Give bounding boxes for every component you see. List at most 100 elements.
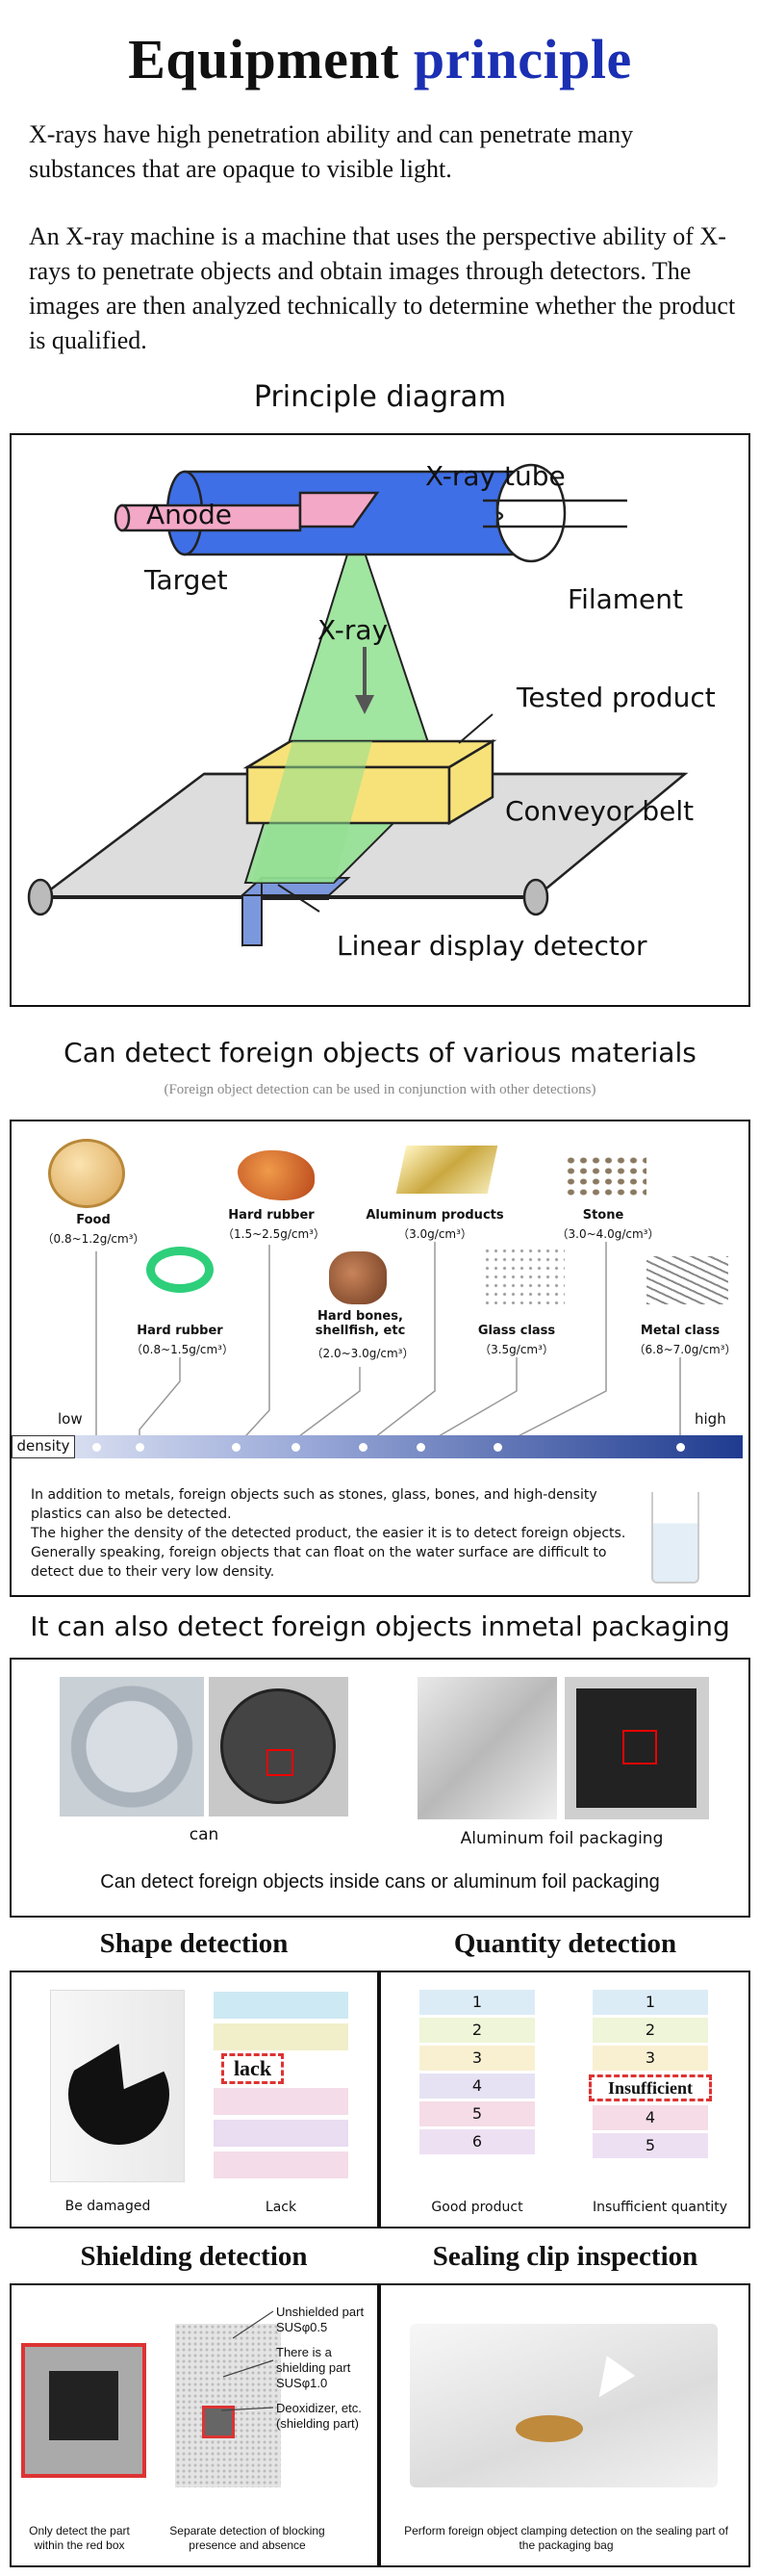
item-aluminum-name: Aluminum products — [366, 1208, 504, 1223]
density-dot — [232, 1443, 241, 1452]
item-metal-name: Metal class — [640, 1324, 721, 1338]
water-glass-image — [651, 1492, 699, 1584]
can-xray — [209, 1677, 348, 1816]
label-anode: Anode — [146, 499, 232, 530]
metal-packaging-panel: can Aluminum foil packaging Can detect f… — [10, 1658, 750, 1918]
caption-lack: Lack — [265, 2200, 297, 2215]
item-stone-name: Stone — [582, 1208, 624, 1223]
density-dot — [676, 1443, 685, 1452]
stone-image — [565, 1155, 646, 1198]
bad-number: 4 — [593, 2105, 708, 2130]
shielding-right-image — [175, 2324, 281, 2487]
title-part2: principle — [413, 28, 632, 90]
sealing-panel: Perform foreign object clamping detectio… — [379, 2283, 750, 2567]
item-bones-density: （2.0~3.0g/cm³） — [311, 1347, 415, 1360]
can-photo — [60, 1677, 204, 1816]
shape-panel: lack Be damaged Lack — [10, 1971, 379, 2228]
shape-title: Shape detection — [99, 1928, 289, 1959]
item-aluminum-density: （3.0g/cm³） — [397, 1227, 472, 1241]
density-connectors — [95, 1242, 681, 1448]
bad-number: 2 — [593, 2018, 708, 2043]
item-food-density: （0.8~1.2g/cm³） — [41, 1232, 145, 1246]
item-rubber2-name: Hard rubber — [228, 1208, 315, 1223]
shielding-title: Shielding detection — [80, 2241, 308, 2272]
caption-sealing: Perform foreign object clamping detectio… — [404, 2524, 728, 2552]
sealing-title: Sealing clip inspection — [432, 2241, 698, 2272]
materials-title: Can detect foreign objects of various ma… — [63, 1037, 697, 1069]
item-rubber1-name: Hard rubber — [137, 1324, 223, 1338]
principle-diagram-svg: Anode Target X-ray tube Filament X-ray T… — [27, 460, 716, 962]
amber-image — [238, 1150, 315, 1200]
label-tested-product: Tested product — [516, 682, 716, 713]
label-deoxidizer: Deoxidizer, etc. (shielding part) — [276, 2401, 362, 2431]
item-glass-name: Glass class — [477, 1324, 556, 1338]
item-glass-density: （3.5g/cm³） — [479, 1343, 554, 1356]
density-dot — [417, 1443, 425, 1452]
label-target: Target — [143, 564, 228, 596]
caption-foil: Aluminum foil packaging — [460, 1829, 664, 1848]
lack-product-image: lack — [214, 1992, 348, 2184]
materials-panel: Food （0.8~1.2g/cm³） Hard rubber （0.8~1.5… — [10, 1120, 750, 1597]
item-food-name: Food — [76, 1213, 111, 1227]
caption-good: Good product — [431, 2200, 523, 2215]
density-high: high — [695, 1410, 726, 1428]
density-dot — [359, 1443, 367, 1452]
caption-damaged: Be damaged — [64, 2199, 151, 2214]
sealing-bag-image — [410, 2324, 718, 2487]
density-dot — [92, 1443, 101, 1452]
caption-insufficient: Insufficient quantity — [592, 2200, 728, 2215]
damaged-product-image — [50, 1990, 185, 2182]
foreign-object-marker — [622, 1730, 657, 1765]
good-number: 2 — [419, 2018, 535, 2043]
intro-paragraph-1: X-rays have high penetration ability and… — [29, 120, 634, 183]
density-dot — [494, 1443, 502, 1452]
density-low: low — [58, 1410, 83, 1428]
materials-note: In addition to metals, foreign objects s… — [31, 1487, 626, 1580]
metal-packaging-summary: Can detect foreign objects inside cans o… — [100, 1871, 660, 1893]
bad-number: 1 — [593, 1990, 708, 2015]
insufficient-badge: Insufficient — [589, 2074, 712, 2101]
item-stone-density: （3.0~4.0g/cm³） — [556, 1227, 660, 1241]
density-bar — [12, 1435, 743, 1458]
good-number: 1 — [419, 1990, 535, 2015]
rubber-band-image — [146, 1247, 214, 1293]
bad-number: 3 — [593, 2046, 708, 2071]
density-dot — [291, 1443, 300, 1452]
quantity-panel: 1 2 3 4 5 6 1 2 3 Insufficient 4 5 Good … — [379, 1971, 750, 2228]
item-rubber2-density: （1.5~2.5g/cm³） — [222, 1227, 325, 1241]
foil-xray — [565, 1677, 709, 1819]
foreign-object-marker — [266, 1749, 293, 1776]
label-xray: X-ray — [317, 614, 388, 646]
label-detector: Linear display detector — [337, 930, 647, 962]
shielding-left-image — [21, 2343, 146, 2478]
lack-badge: lack — [221, 2053, 284, 2084]
caption-shielding-left: Only detect the part within the red box — [29, 2524, 130, 2552]
metal-packaging-title: It can also detect foreign objects inmet… — [30, 1610, 730, 1642]
item-bones-name: Hard bones, shellfish, etc — [315, 1309, 406, 1338]
principle-diagram: Anode Target X-ray tube Filament X-ray T… — [10, 433, 750, 1007]
item-metal-density: （6.8~7.0g/cm³） — [633, 1343, 737, 1356]
shielding-panel: Unshielded part SUSφ0.5 There is a shiel… — [10, 2283, 379, 2567]
good-number: 4 — [419, 2074, 535, 2099]
quantity-title: Quantity detection — [453, 1928, 677, 1959]
intro-paragraph-2: An X-ray machine is a machine that uses … — [29, 222, 736, 354]
density-dot — [136, 1443, 144, 1452]
glass-image — [483, 1247, 565, 1304]
item-rubber1-density: （0.8~1.5g/cm³） — [131, 1343, 234, 1356]
label-shielded: There is a shielding part SUSφ1.0 — [276, 2345, 351, 2390]
good-number: 6 — [419, 2129, 535, 2154]
caption-can: can — [189, 1825, 219, 1844]
good-number: 3 — [419, 2046, 535, 2071]
good-number: 5 — [419, 2101, 535, 2126]
shellfish-image — [329, 1251, 387, 1304]
caption-shielding-right: Separate detection of blocking presence … — [169, 2524, 325, 2552]
label-xray-tube: X-ray tube — [425, 460, 566, 492]
foil-photo — [418, 1677, 557, 1819]
bad-number: 5 — [593, 2133, 708, 2158]
shielding-leaders — [220, 2310, 274, 2411]
page-title: Equipment principle — [0, 27, 760, 91]
arrow-icon — [584, 2356, 636, 2408]
title-part1: Equipment — [128, 28, 399, 90]
food-image — [48, 1139, 125, 1208]
label-unshielded: Unshielded part SUSφ0.5 — [276, 2305, 365, 2334]
